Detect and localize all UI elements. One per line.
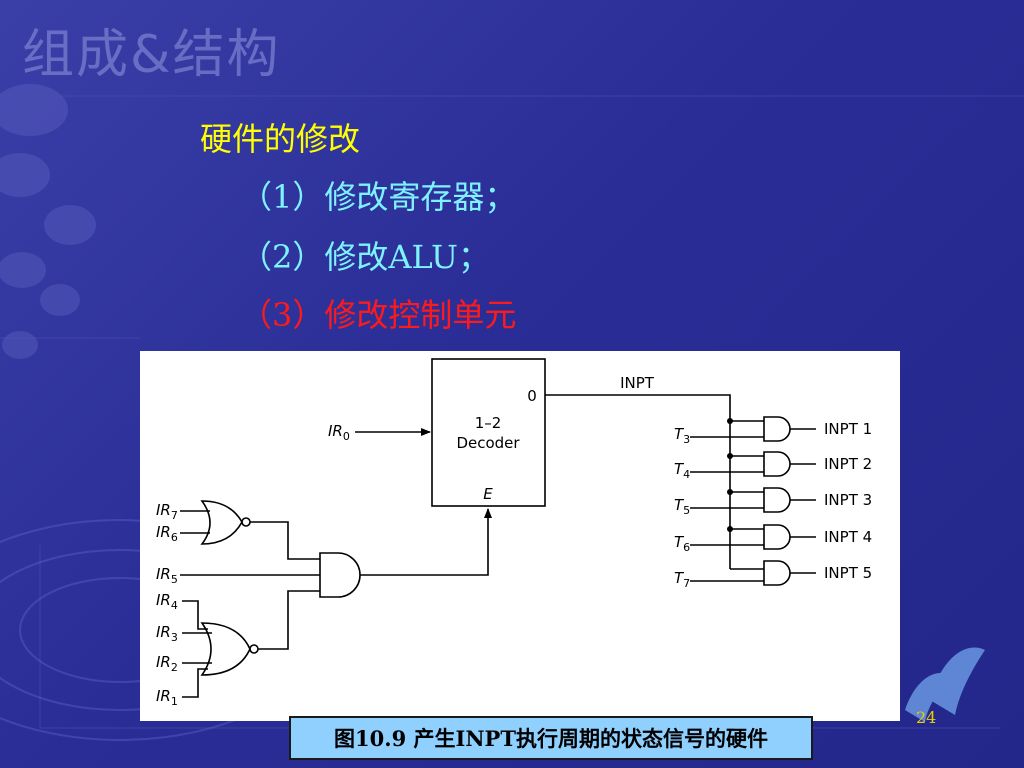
circuit-diagram: 1–2 Decoder 0 E INPT IR0 IR7 IR6 IR5 IR4…: [156, 358, 872, 708]
figure-caption: 图10.9 产生INPT执行周期的状态信号的硬件: [289, 716, 813, 760]
item-modify-registers: （1）修改寄存器；: [240, 178, 517, 216]
output-inpt3: INPT 3: [824, 491, 872, 509]
heading-hardware-modification: 硬件的修改: [200, 120, 361, 158]
decoder-enable-label: E: [483, 485, 493, 503]
nor-bubble-upper: [241, 517, 251, 527]
label-t7: T7: [674, 569, 690, 590]
label-ir5: IR5: [156, 565, 178, 586]
label-ir1: IR1: [156, 687, 178, 708]
nor-bubble-lower: [249, 644, 259, 654]
decoder-output-0: 0: [527, 387, 537, 405]
decoder-label-1-2: 1–2: [475, 414, 502, 432]
and-gate-3: [690, 487, 816, 513]
output-inpt5: INPT 5: [824, 564, 872, 582]
label-ir0: IR0: [328, 422, 350, 443]
decoder-label: Decoder: [456, 434, 520, 452]
output-inpt4: INPT 4: [824, 528, 872, 546]
label-t4: T4: [674, 460, 690, 481]
and-gate-5: [690, 560, 816, 586]
label-t5: T5: [674, 496, 690, 517]
decoder-box: [431, 358, 546, 507]
and-gate-center: [319, 552, 361, 598]
and-gate-2: [690, 451, 816, 477]
and-gate-1: [690, 416, 816, 442]
output-inpt2: INPT 2: [824, 455, 872, 473]
label-ir6: IR6: [156, 523, 178, 544]
label-ir3: IR3: [156, 623, 178, 644]
nor-gate-upper: [200, 500, 243, 545]
label-t6: T6: [674, 533, 690, 554]
page-number: 24: [916, 708, 937, 727]
item-modify-alu: （2）修改ALU；: [240, 238, 490, 276]
label-ir2: IR2: [156, 653, 178, 674]
nor-gate-lower: [200, 622, 251, 676]
label-ir7: IR7: [156, 501, 178, 522]
header-watermark-title: 组成&结构: [22, 25, 281, 85]
item-modify-control-unit: （3）修改控制单元: [240, 296, 517, 334]
enable-wire: [360, 508, 492, 576]
output-inpt1: INPT 1: [824, 420, 872, 438]
label-ir4: IR4: [156, 591, 178, 612]
and-gate-4: [690, 524, 816, 550]
label-t3: T3: [674, 425, 690, 446]
inpt-bus-label: INPT: [620, 374, 655, 392]
circuit-figure: 1–2 Decoder 0 E INPT IR0 IR7 IR6 IR5 IR4…: [140, 351, 900, 721]
inpt-bus: [545, 394, 731, 569]
